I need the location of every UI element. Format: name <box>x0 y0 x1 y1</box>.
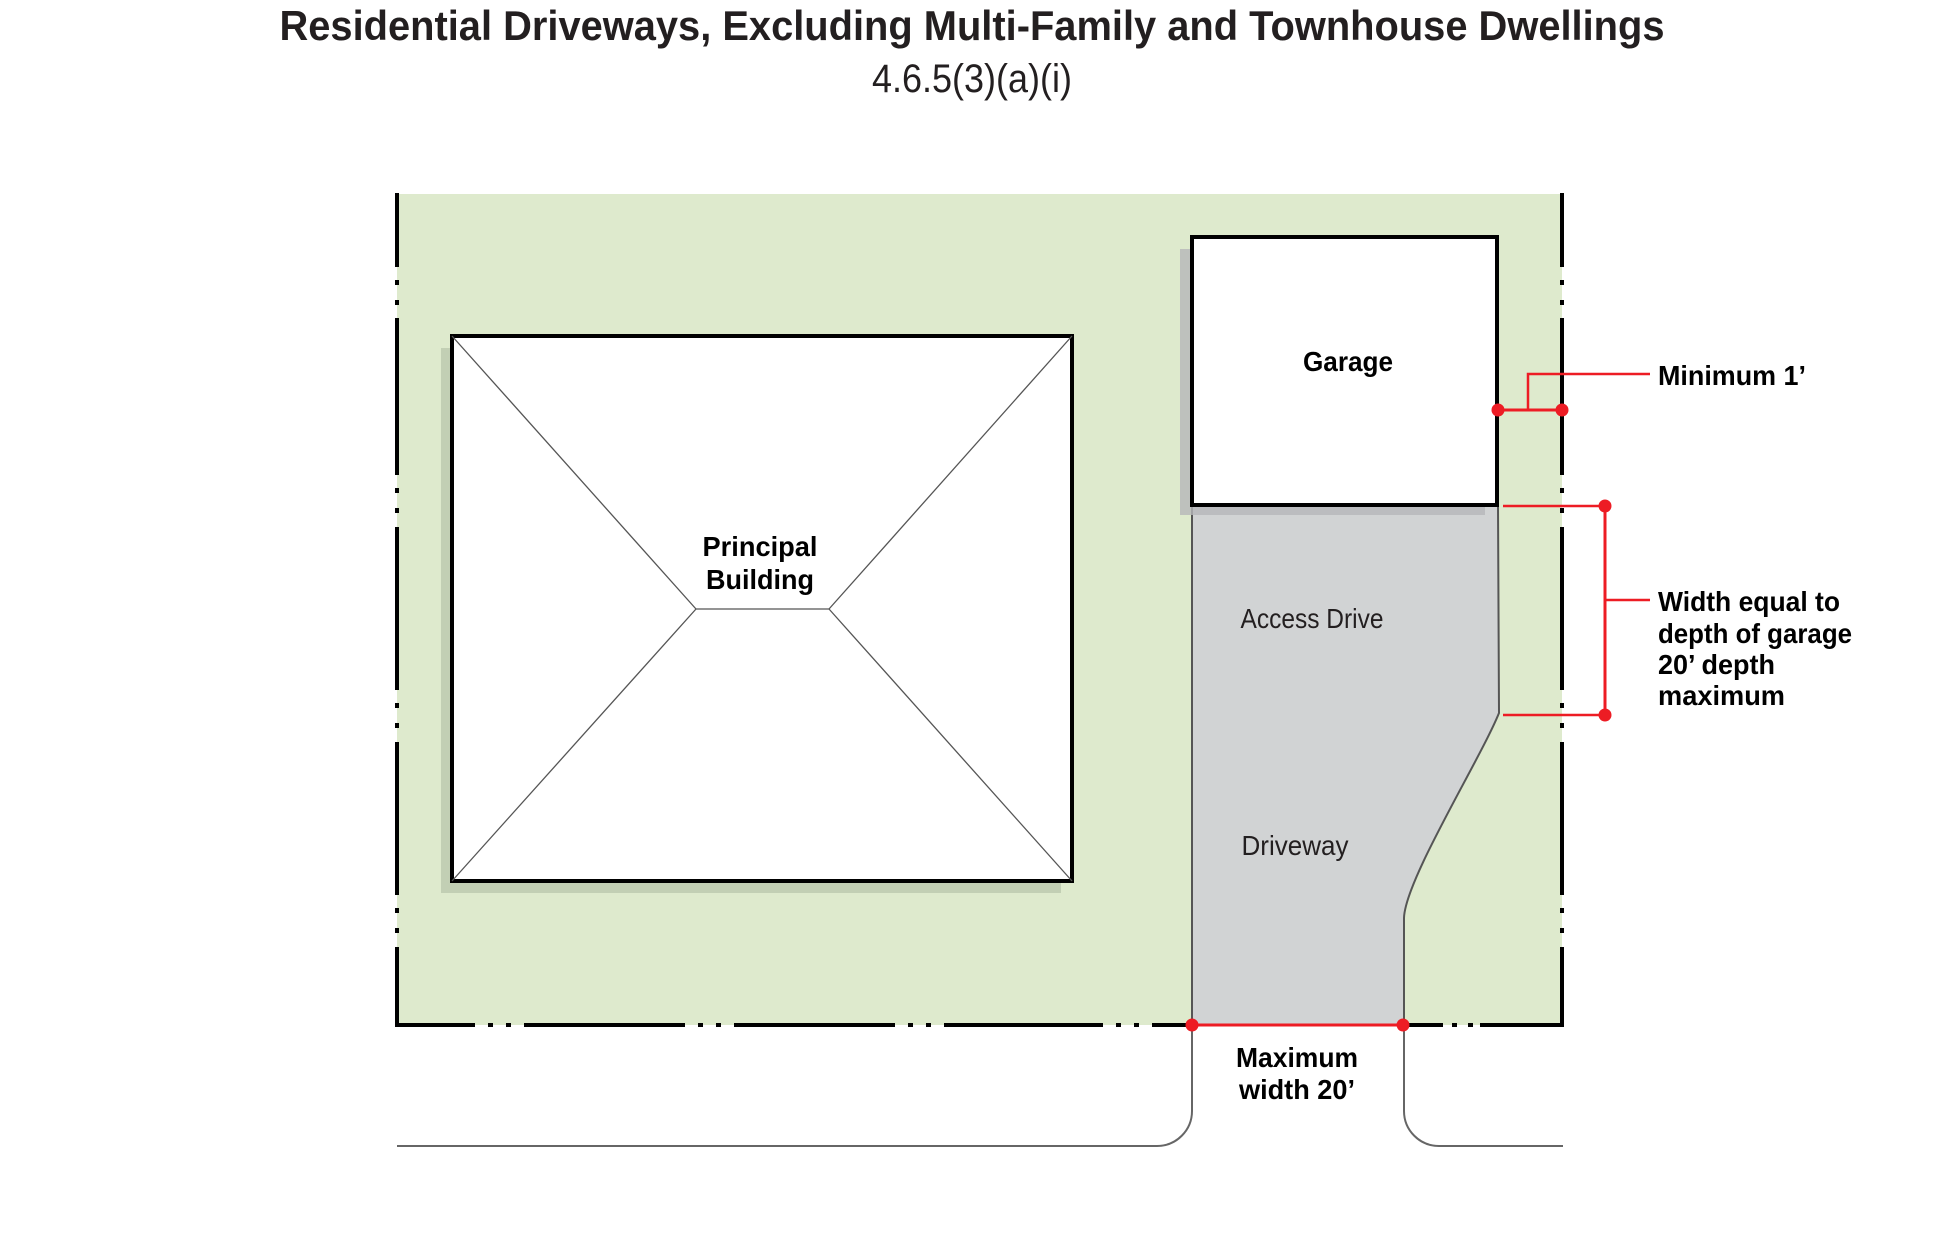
minimum-setback-label: Minimum 1’ <box>1658 360 1806 391</box>
driveway-area <box>1191 504 1501 1026</box>
street-curb <box>397 1025 1563 1147</box>
driveway-label: Driveway <box>1242 830 1349 861</box>
garage-label: Garage <box>1303 346 1393 377</box>
principal-building-label-2: Building <box>706 564 814 595</box>
lot-boundary <box>395 193 1564 1027</box>
garage-depth-label-2: depth of garage <box>1658 618 1852 649</box>
max-width-dimension: Maximum width 20’ <box>1185 1018 1410 1105</box>
max-width-label-2: width 20’ <box>1238 1074 1355 1105</box>
diagram-title: Residential Driveways, Excluding Multi-F… <box>280 2 1665 49</box>
access-drive-label: Access Drive <box>1241 603 1384 634</box>
garage-depth-label-4: maximum <box>1658 680 1785 711</box>
diagram-subtitle: 4.6.5(3)(a)(i) <box>872 57 1072 101</box>
max-width-label-1: Maximum <box>1236 1042 1358 1073</box>
garage: Garage <box>1190 235 1499 507</box>
garage-depth-dimension <box>1503 499 1650 722</box>
garage-depth-label-1: Width equal to <box>1658 586 1840 617</box>
principal-building: Principal Building <box>450 334 1074 883</box>
garage-depth-label-3: 20’ depth <box>1658 649 1775 680</box>
minimum-setback-dimension <box>1491 372 1650 417</box>
principal-building-label-1: Principal <box>703 531 818 562</box>
